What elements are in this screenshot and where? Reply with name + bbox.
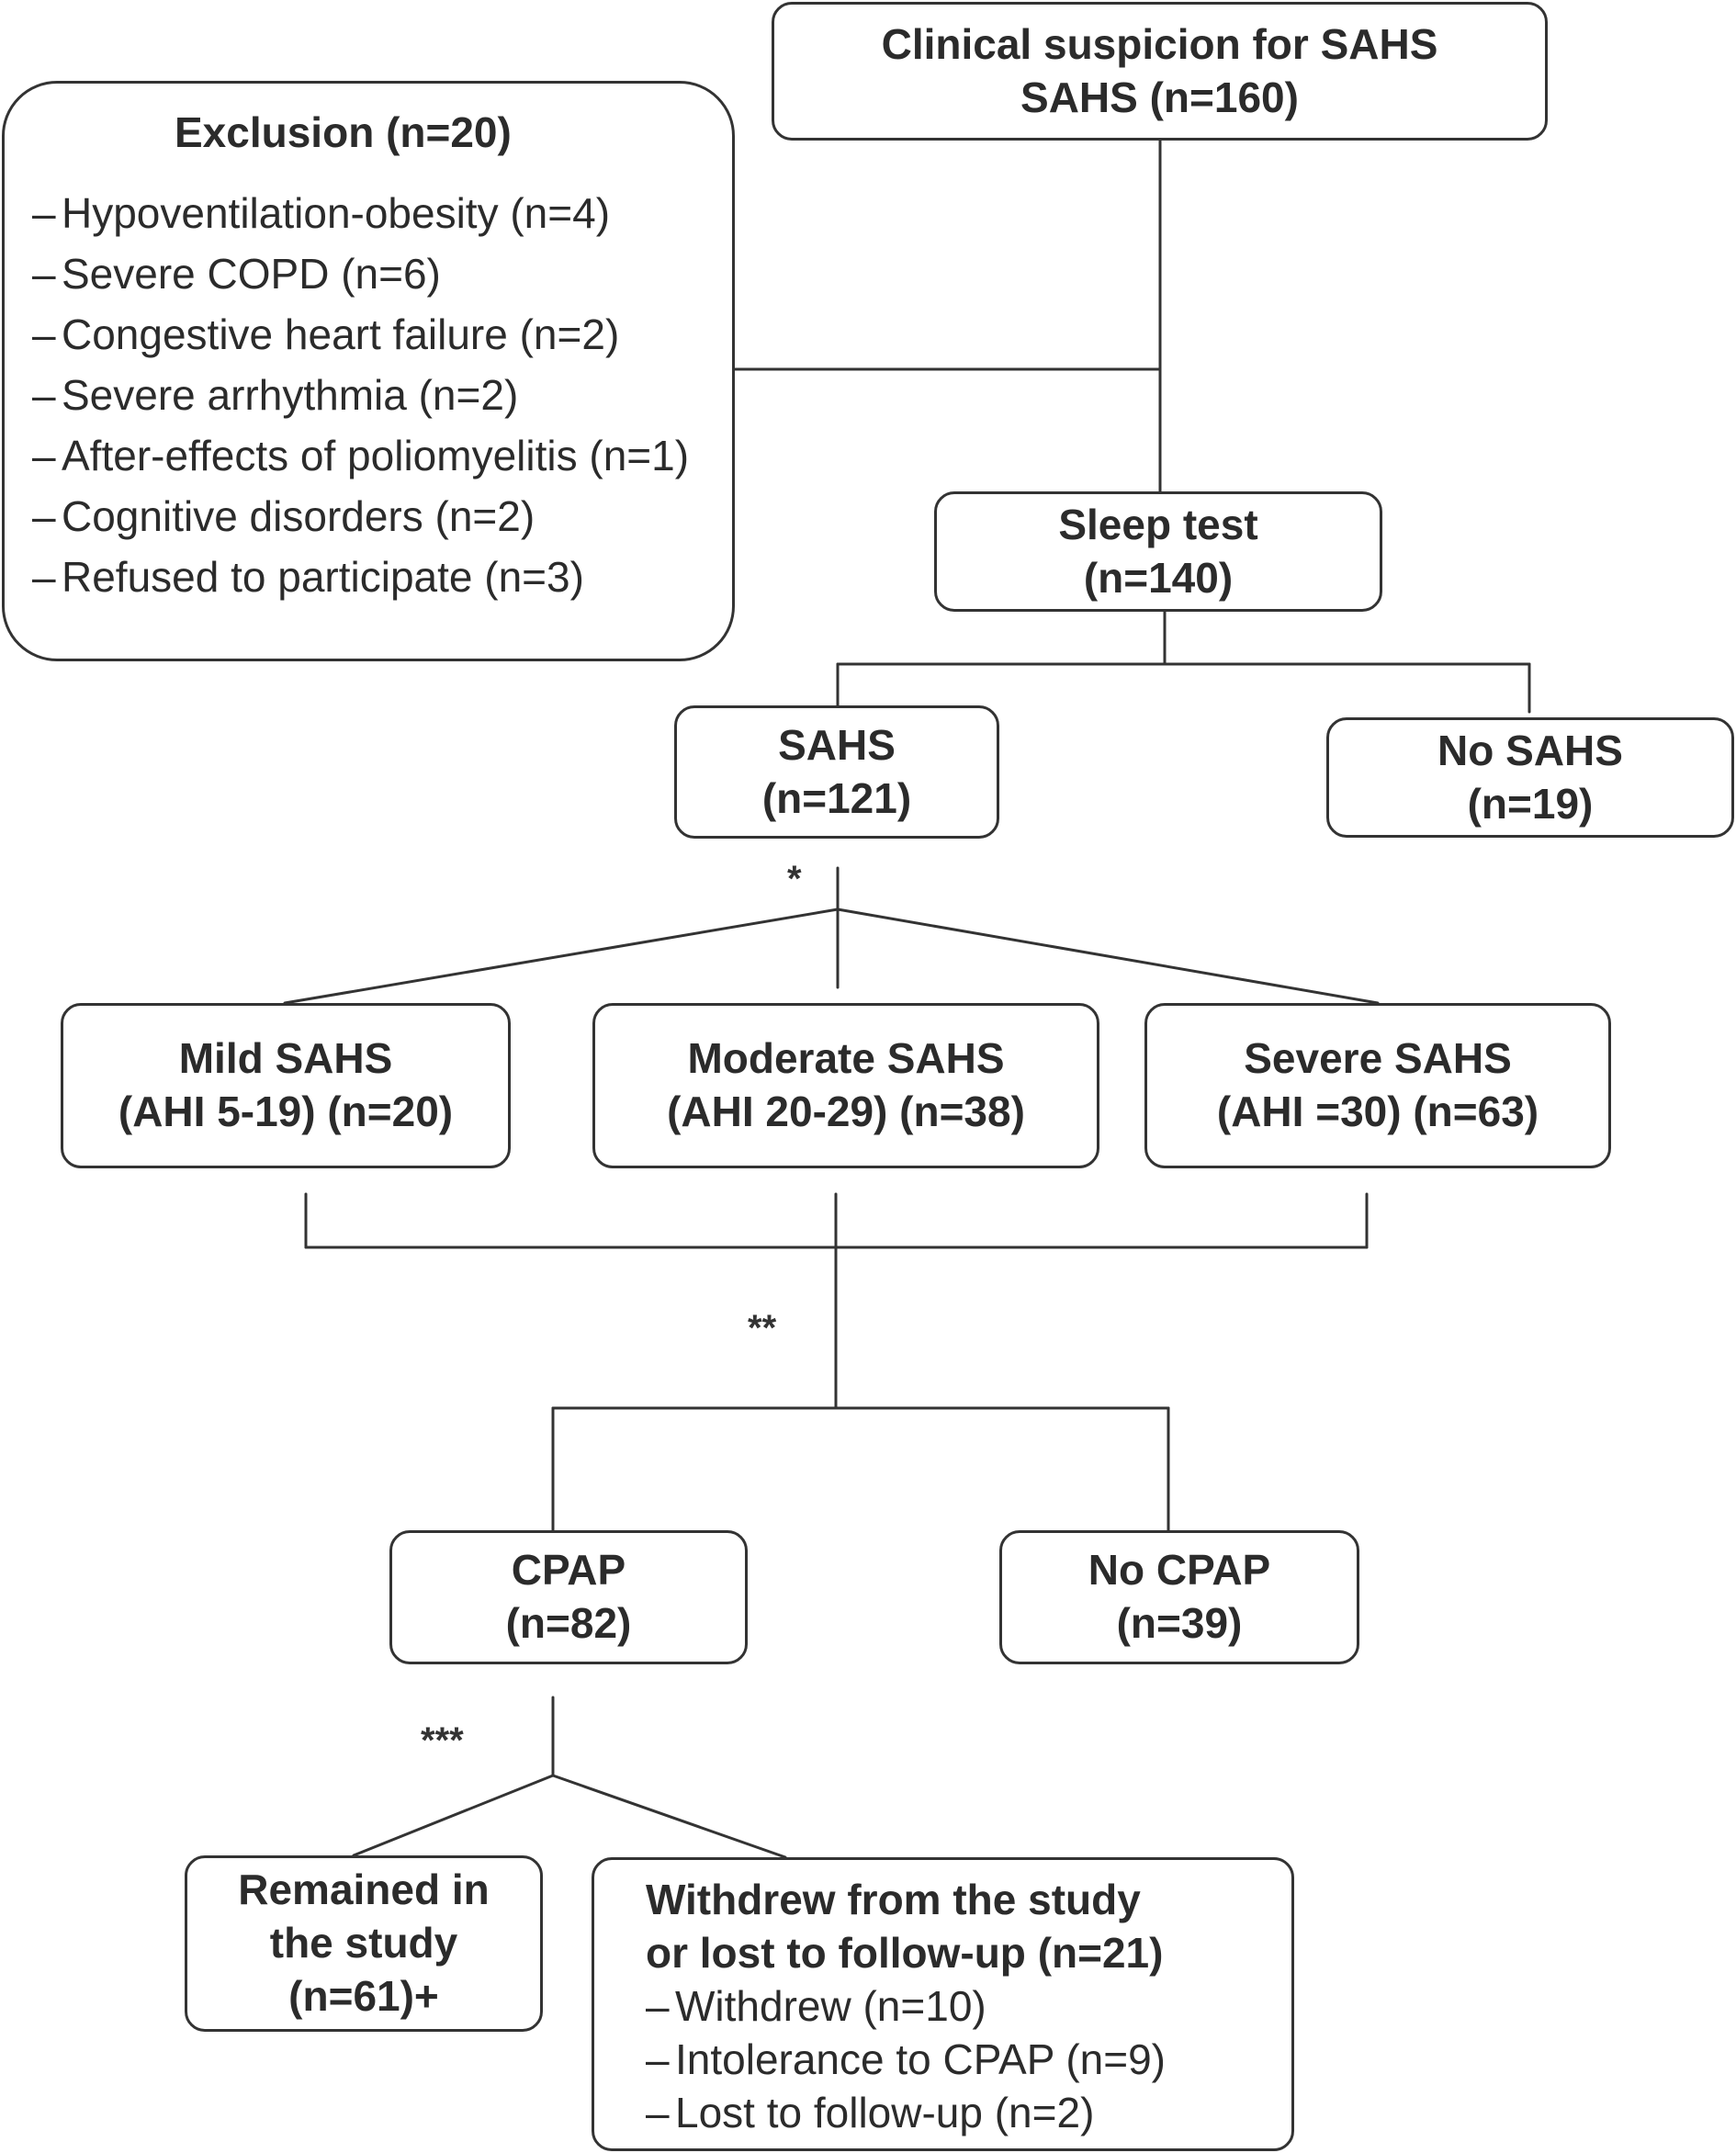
exclusion-item: –After-effects of poliomyelitis (n=1)	[32, 432, 690, 479]
withdrew-list: –Withdrew (n=10) –Intolerance to CPAP (n…	[646, 1979, 1166, 2139]
moderate-sahs-detail: (AHI 20-29) (n=38)	[667, 1088, 1025, 1135]
no-sahs-count: (n=19)	[1467, 779, 1594, 828]
connector-to-remained	[352, 1774, 555, 1857]
withdrew-item: –Lost to follow-up (n=2)	[646, 2089, 1095, 2136]
remained-count: (n=61)+	[288, 1971, 439, 2020]
marker-triple-asterisk: ***	[421, 1720, 464, 1761]
withdrew-title-line-1: Withdrew from the study	[646, 1876, 1141, 1923]
withdrew-item: –Intolerance to CPAP (n=9)	[646, 2035, 1166, 2083]
box-clinical-suspicion: Clinical suspicion for SAHS SAHS (n=160)	[772, 2, 1548, 141]
box-mild-sahs: Mild SAHS (AHI 5-19) (n=20)	[61, 1003, 511, 1168]
sleep-test-count: (n=140)	[1083, 553, 1234, 602]
box-severe-sahs: Severe SAHS (AHI =30) (n=63)	[1144, 1003, 1611, 1168]
box-moderate-sahs: Moderate SAHS (AHI 20-29) (n=38)	[592, 1003, 1099, 1168]
exclusion-list: –Hypoventilation-obesity (n=4) –Severe C…	[32, 183, 689, 607]
clinical-suspicion-title: Clinical suspicion for SAHS	[881, 19, 1438, 68]
connector-to-withdrew	[551, 1774, 787, 1859]
exclusion-item: –Congestive heart failure (n=2)	[32, 310, 620, 358]
no-cpap-title: No CPAP	[1088, 1546, 1271, 1595]
exclusion-item: –Severe arrhythmia (n=2)	[32, 371, 519, 419]
connector-to-mild	[283, 907, 840, 1005]
exclusion-item: –Severe COPD (n=6)	[32, 250, 441, 298]
no-sahs-title: No SAHS	[1437, 726, 1623, 774]
remained-line-1: Remained in	[238, 1866, 490, 1914]
marker-single-asterisk: *	[787, 859, 802, 899]
sleep-test-title: Sleep test	[1058, 500, 1258, 548]
severe-sahs-detail: (AHI =30) (n=63)	[1216, 1088, 1539, 1135]
box-remained: Remained in the study (n=61)+	[185, 1855, 543, 2032]
exclusion-item: –Refused to participate (n=3)	[32, 553, 584, 601]
exclusion-title: Exclusion (n=20)	[175, 108, 512, 156]
sahs-title: SAHS	[778, 720, 896, 769]
box-sleep-test: Sleep test (n=140)	[934, 491, 1382, 612]
box-no-cpap: No CPAP (n=39)	[999, 1530, 1359, 1664]
cpap-count: (n=82)	[505, 1599, 632, 1647]
box-cpap: CPAP (n=82)	[389, 1530, 748, 1664]
box-no-sahs: No SAHS (n=19)	[1326, 717, 1734, 838]
mild-sahs-detail: (AHI 5-19) (n=20)	[118, 1088, 454, 1135]
box-sahs: SAHS (n=121)	[674, 705, 999, 839]
mild-sahs-title: Mild SAHS	[178, 1034, 393, 1083]
marker-double-asterisk: **	[748, 1308, 777, 1348]
moderate-sahs-title: Moderate SAHS	[687, 1034, 1005, 1083]
withdrew-item: –Withdrew (n=10)	[646, 1982, 986, 2030]
clinical-suspicion-count: SAHS (n=160)	[1020, 73, 1299, 121]
sahs-count: (n=121)	[761, 773, 912, 822]
connector-to-severe	[836, 907, 1380, 1005]
box-withdrew: Withdrew from the study or lost to follo…	[592, 1857, 1294, 2151]
exclusion-item: –Cognitive disorders (n=2)	[32, 492, 535, 540]
severe-sahs-title: Severe SAHS	[1244, 1034, 1512, 1083]
cpap-title: CPAP	[511, 1546, 626, 1595]
box-exclusion: Exclusion (n=20) –Hypoventilation-obesit…	[2, 81, 735, 661]
no-cpap-count: (n=39)	[1116, 1599, 1243, 1647]
remained-line-2: the study	[269, 1919, 458, 1967]
withdrew-title-line-2: or lost to follow-up (n=21)	[646, 1929, 1164, 1977]
exclusion-item: –Hypoventilation-obesity (n=4)	[32, 189, 611, 237]
